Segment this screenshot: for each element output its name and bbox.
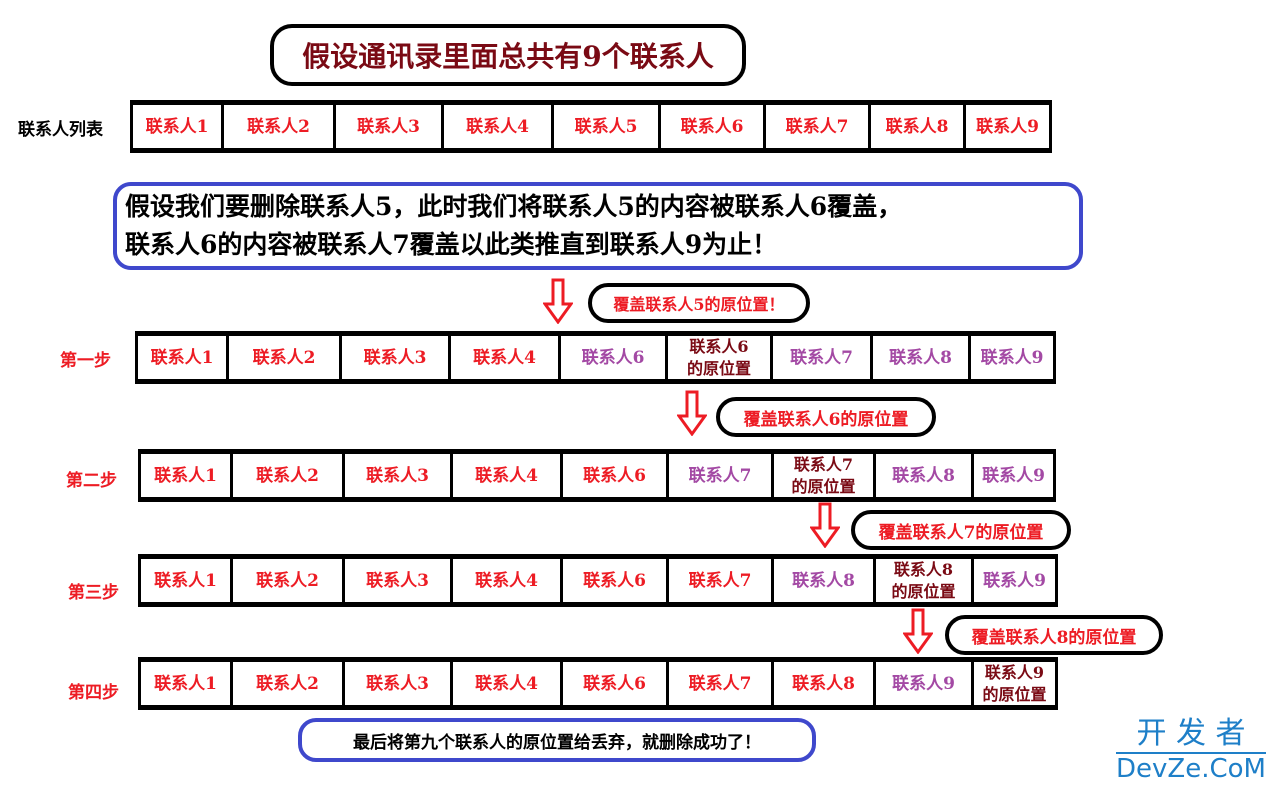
note-step4: 覆盖联系人8的原位置	[945, 615, 1163, 655]
step-label: 第三步	[68, 583, 119, 603]
explanation-box: 假设我们要删除联系人5，此时我们将联系人5的内容被联系人6覆盖， 联系人6的内容…	[113, 182, 1083, 270]
watermark-line2: DevZe.CoM	[1116, 752, 1266, 784]
array-cell: 联系人4	[448, 336, 558, 379]
down-arrow-icon	[543, 278, 573, 324]
array-cell: 联系人8 的原位置	[873, 559, 971, 602]
array-cell: 联系人5	[551, 105, 658, 148]
array-cell: 联系人1	[154, 465, 217, 486]
array-cell: 联系人7	[666, 662, 771, 705]
array-cell: 联系人8	[868, 105, 963, 148]
array-cell: 联系人4	[450, 454, 560, 497]
array-cell: 联系人2	[230, 662, 342, 705]
array-cell: 联系人3	[342, 662, 450, 705]
array-cell: 联系人8	[771, 662, 873, 705]
title-box: 假设通讯录里面总共有9个联系人	[270, 24, 746, 86]
array-cell: 联系人3	[342, 454, 450, 497]
array-cell: 联系人9	[968, 336, 1053, 379]
array-cell: 联系人7	[666, 454, 771, 497]
array-cell: 联系人1	[154, 673, 217, 694]
list-label: 联系人列表	[18, 120, 103, 140]
explanation-line-1: 假设我们要删除联系人5，此时我们将联系人5的内容被联系人6覆盖，	[125, 192, 903, 221]
array-cell: 联系人6	[560, 454, 666, 497]
array-cell: 联系人2	[230, 559, 342, 602]
array-cell: 联系人1	[150, 347, 214, 368]
array-cell: 联系人4	[441, 105, 551, 148]
array-cell: 联系人7	[666, 559, 771, 602]
note-step3: 覆盖联系人7的原位置	[851, 510, 1071, 550]
array-cell: 联系人7 的原位置	[771, 454, 873, 497]
array-cell: 联系人6	[558, 336, 665, 379]
array-cell: 联系人7	[770, 336, 870, 379]
final-note-box: 最后将第九个联系人的原位置给丢弃，就删除成功了！	[298, 718, 816, 762]
note-step2: 覆盖联系人6的原位置	[716, 397, 936, 437]
array-cell: 联系人3	[342, 559, 450, 602]
array-cell: 联系人6	[658, 105, 763, 148]
array-cell: 联系人2	[221, 105, 333, 148]
array-cell: 联系人1	[154, 570, 217, 591]
array-cell: 联系人9	[971, 559, 1055, 602]
note-step1: 覆盖联系人5的原位置！	[588, 283, 810, 323]
array-cell: 联系人9	[963, 105, 1049, 148]
array-cell: 联系人8	[771, 559, 873, 602]
array-cell: 联系人2	[226, 336, 339, 379]
down-arrow-icon	[903, 608, 933, 654]
array-cell: 联系人1	[145, 116, 209, 137]
array-cell: 联系人8	[873, 454, 971, 497]
array-cell: 联系人2	[230, 454, 342, 497]
array-cell: 联系人6 的原位置	[665, 336, 770, 379]
step-label: 第四步	[68, 683, 119, 703]
array-cell: 联系人3	[339, 336, 448, 379]
array-cell: 联系人3	[333, 105, 441, 148]
array-cell: 联系人6	[560, 559, 666, 602]
array-cell: 联系人9 的原位置	[971, 662, 1055, 705]
array-cell: 联系人8	[870, 336, 968, 379]
array-cell: 联系人6	[560, 662, 666, 705]
step-label: 第一步	[60, 351, 111, 371]
explanation-line-2: 联系人6的内容被联系人7覆盖以此类推直到联系人9为止！	[125, 230, 778, 259]
array-cell: 联系人4	[450, 662, 560, 705]
array-cell: 联系人4	[450, 559, 560, 602]
watermark-line1: 开 发 者	[1136, 716, 1246, 751]
watermark-logo: 开 发 者 DevZe.CoM	[1116, 716, 1266, 784]
down-arrow-icon	[810, 502, 840, 548]
array-cell: 联系人7	[763, 105, 868, 148]
down-arrow-icon	[677, 390, 707, 436]
array-cell: 联系人9	[873, 662, 971, 705]
array-cell: 联系人9	[971, 454, 1053, 497]
step-label: 第二步	[66, 471, 117, 491]
